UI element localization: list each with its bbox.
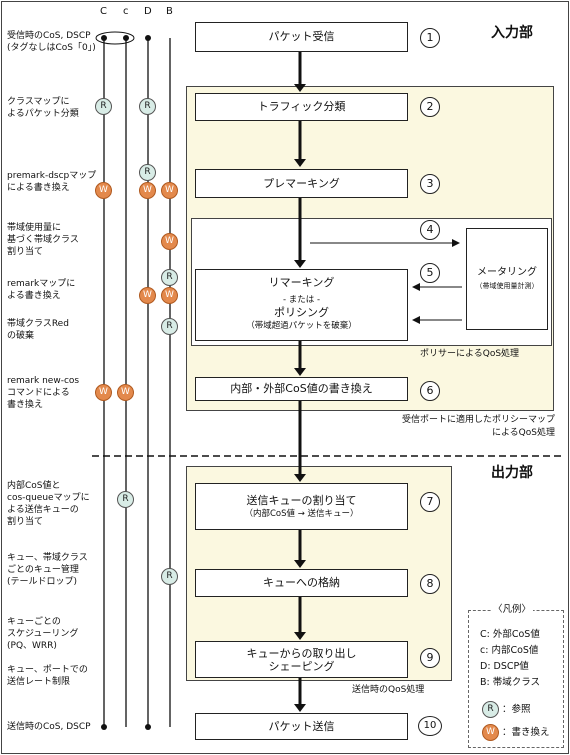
step-title-3: プレマーキング [263, 176, 340, 190]
step-title-6: 内部・外部CoS値の書き換え [230, 382, 373, 395]
left-label-queue-assign: 内部CoS値と cos-queueマップに よる送信キューの 割り当て [7, 481, 90, 527]
step-title-10: パケット送信 [268, 719, 335, 733]
legend-ref-badge: R [482, 701, 499, 718]
left-label-rate-limit: キュー、ポートでの 送信レート制限 [7, 665, 88, 687]
step-box-9: キューからの取り出し シェーピング [195, 641, 408, 678]
cos-ellipse [95, 31, 135, 45]
legend-write-badge: W [482, 724, 499, 741]
step-number-6: 6 [420, 381, 440, 401]
step-title-7: 送信キューの割り当て [246, 493, 357, 507]
ref-badge: R [95, 98, 112, 115]
step-number-1: 1 [420, 28, 440, 48]
ref-badge: R [161, 568, 178, 585]
step-number-7: 7 [420, 492, 440, 512]
step-box-10: パケット送信 [195, 713, 408, 740]
write-badge: W [139, 182, 156, 199]
ref-badge: R [139, 164, 156, 181]
dot-c-top [123, 35, 129, 41]
write-badge: W [95, 384, 112, 401]
step-box-7: 送信キューの割り当て （内部CoS値 → 送信キュー） [195, 483, 408, 530]
write-badge: W [139, 287, 156, 304]
dot-D-top [145, 35, 151, 41]
left-label-classmap: クラスマップに よるパケット分類 [7, 97, 79, 119]
ref-badge: R [161, 269, 178, 286]
step-sub-7: （内部CoS値 → 送信キュー） [244, 508, 359, 519]
dot-D-bottom [145, 724, 151, 730]
legend-item-outer-cos: C: 外部CoS値 [480, 629, 540, 640]
step-box-8: キューへの格納 [195, 569, 408, 597]
legend-item-inner-cos: c: 内部CoS値 [480, 645, 539, 656]
write-badge: W [161, 233, 178, 250]
step-title-9: キューからの取り出し シェーピング [246, 646, 357, 673]
step-title-1: パケット受信 [268, 30, 335, 43]
left-label-bw-class: 帯域使用量に 基づく帯域クラス 割り当て [7, 223, 79, 257]
legend-title: 〈凡例〉 [491, 603, 534, 617]
output-qos-caption: 送信時のQoS処理 [352, 685, 425, 695]
left-label-tx-cos: 送信時のCoS, DSCP [7, 722, 91, 732]
input-section-title: 入力部 [491, 25, 533, 41]
left-label-queue-mgmt: キュー、帯域クラス ごとのキュー管理 (テールドロップ) [7, 553, 88, 587]
step-box-3: プレマーキング [195, 169, 408, 198]
column-header-C: C [100, 6, 107, 17]
ref-badge: R [161, 318, 178, 335]
column-header-B: B [166, 6, 173, 17]
step-title-8: キューへの格納 [263, 576, 340, 589]
step-number-3: 3 [420, 174, 440, 194]
left-label-scheduling: キューごとの スケジューリング (PQ、WRR) [7, 617, 79, 651]
left-label-red-drop: 帯域クラスRed の破棄 [7, 319, 69, 341]
ref-badge: R [139, 98, 156, 115]
legend-item-bw-class: B: 帯域クラス [480, 677, 541, 688]
policy-map-caption: 受信ポートに適用したポリシーマップ によるQoS処理 [401, 415, 555, 438]
step-title-5b: ポリシング [274, 306, 329, 319]
step-number-8: 8 [420, 574, 440, 594]
step-sub-5: （帯域超過パケットを破棄） [246, 321, 357, 331]
column-header-D: D [144, 6, 152, 17]
left-label-remark-new-cos: remark new-cos コマンドによる 書き換え [7, 376, 80, 410]
left-label-rx-cos: 受信時のCoS, DSCP (タグなしはCoS「0」) [7, 31, 96, 53]
step-number-10: 10 [418, 716, 442, 736]
write-badge: W [161, 287, 178, 304]
output-section-title: 出力部 [491, 465, 533, 481]
left-label-remark-map: remarkマップに よる書き換え [7, 279, 76, 301]
left-label-premark: premark-dscpマップ による書き換え [7, 171, 97, 193]
flow-arrowheads [294, 84, 306, 712]
column-header-c: c [123, 6, 129, 17]
step-title-2: トラフィック分類 [257, 100, 346, 113]
step-title-4: メータリング [477, 267, 537, 278]
step-box-1: パケット受信 [195, 22, 408, 52]
step-title-5a: リマーキング [268, 276, 335, 289]
step-sub-4: （帯域使用量計測） [475, 282, 539, 290]
legend-write-text: ：書き換え [502, 727, 550, 738]
dot-C-bottom [101, 724, 107, 730]
step-box-6: 内部・外部CoS値の書き換え [195, 377, 408, 401]
step-or-5: - または - [279, 294, 324, 306]
write-badge: W [117, 384, 134, 401]
legend-ref-text: ：参照 [502, 704, 531, 715]
step-number-2: 2 [420, 97, 440, 117]
step-number-5: 5 [420, 263, 440, 283]
dot-C-top [101, 35, 107, 41]
step-number-4: 4 [420, 220, 440, 240]
legend-item-dscp: D: DSCP値 [480, 661, 529, 672]
write-badge: W [95, 182, 112, 199]
policer-caption: ポリサーによるQoS処理 [420, 349, 520, 359]
step-box-4: メータリング （帯域使用量計測） [466, 228, 548, 330]
step-box-2: トラフィック分類 [195, 93, 408, 121]
step-number-9: 9 [420, 648, 440, 668]
write-badge: W [161, 182, 178, 199]
step-box-5: リマーキング - または - ポリシング （帯域超過パケットを破棄） [195, 269, 408, 341]
ref-badge: R [117, 491, 134, 508]
